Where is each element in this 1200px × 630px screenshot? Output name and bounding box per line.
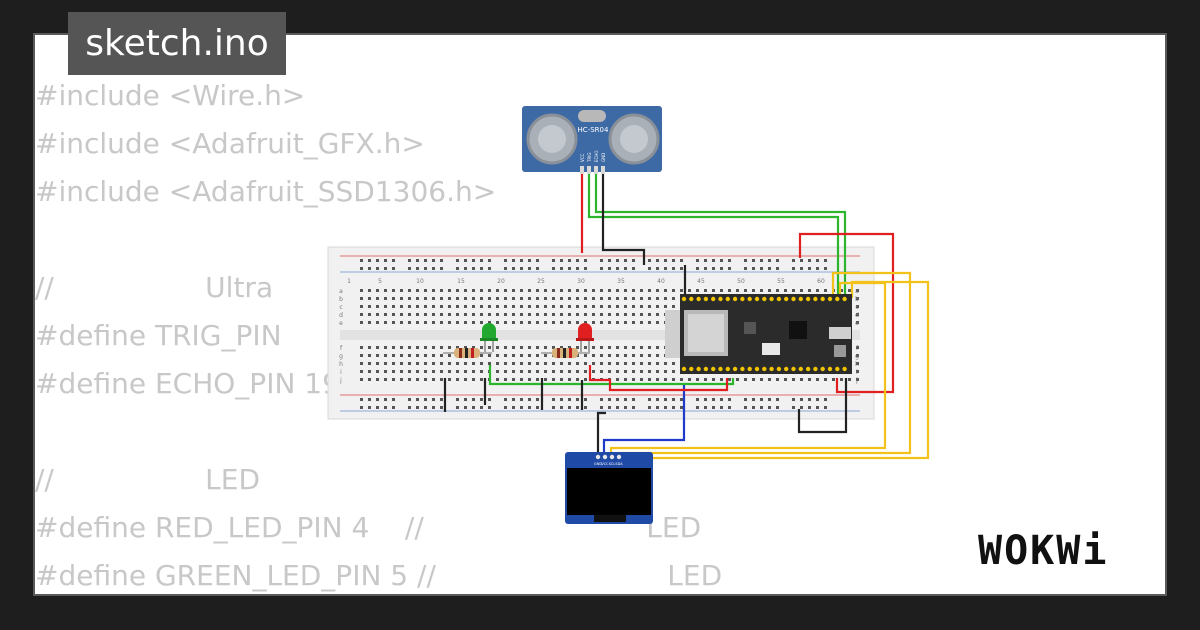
sensor-pin[interactable] <box>587 166 591 174</box>
oled-pin[interactable] <box>595 454 601 460</box>
red-led[interactable] <box>576 323 594 352</box>
code-listing: #include <Wire.h> #include <Adafruit_GFX.… <box>35 72 722 600</box>
breadboard-col-label: 20 <box>497 278 505 285</box>
breadboard-row-label: h <box>339 361 343 368</box>
code-line: #include <Adafruit_SSD1306.h> <box>35 175 497 208</box>
breadboard-row-label: a <box>855 288 859 295</box>
resistor-2[interactable] <box>541 348 590 358</box>
wire-oled-gnd <box>596 411 606 455</box>
green-led[interactable] <box>480 323 498 352</box>
code-line: #define ECHO_PIN 19 // <box>35 367 368 400</box>
oled-pin[interactable] <box>602 454 608 460</box>
code-line: // Ultra <box>35 271 274 304</box>
file-name-tab[interactable]: sketch.ino <box>68 12 286 75</box>
oled-pin[interactable] <box>616 454 622 460</box>
oled-pin-label: VCC <box>601 462 609 466</box>
breadboard-col-label: 5 <box>378 278 382 285</box>
breadboard-row-label: d <box>339 312 343 319</box>
breadboard-row-label: b <box>339 296 343 303</box>
wire-oled-vcc <box>602 384 686 455</box>
breadboard-col-label: 55 <box>777 278 785 285</box>
breadboard-col-label: 45 <box>697 278 705 285</box>
wires <box>443 172 930 460</box>
sensor-pin[interactable] <box>601 166 605 174</box>
breadboard-row-label: f <box>340 345 343 352</box>
oled-pin-label: SCL <box>609 462 616 466</box>
esp32-board[interactable] <box>665 294 852 374</box>
oled-pin-label: GND <box>594 462 602 466</box>
breadboard-row-label: f <box>856 345 859 352</box>
code-line: #define GREEN_LED_PIN 5 // LED <box>35 559 723 592</box>
breadboard-col-label: 35 <box>617 278 625 285</box>
code-line: #include <Wire.h> <box>35 79 306 112</box>
sensor-pin[interactable] <box>594 166 598 174</box>
wire-esp-3v3 <box>798 232 895 394</box>
breadboard-row-label: b <box>855 296 859 303</box>
breadboard-row-label: h <box>855 361 859 368</box>
wire-green-led <box>488 365 735 386</box>
code-line: #define RED_LED_PIN 4 // LED <box>35 511 702 544</box>
breadboard-col-label: 60 <box>817 278 825 285</box>
breadboard-row-label: i <box>856 369 858 376</box>
breadboard-row-label: g <box>855 353 859 360</box>
resistor-1[interactable] <box>443 348 492 358</box>
breadboard-col-label: 15 <box>457 278 465 285</box>
breadboard-row-label: g <box>339 353 343 360</box>
breadboard-col-label: 1 <box>347 278 351 285</box>
breadboard-col-label: 40 <box>657 278 665 285</box>
wire-esp-gnd-bottom <box>797 378 848 434</box>
breadboard-row-label: i <box>340 369 342 376</box>
sensor-pin-label: VCC <box>580 153 585 162</box>
breadboard-row-label: c <box>339 304 342 311</box>
breadboard-col-label: 25 <box>537 278 545 285</box>
wokwi-logo: WOKWi <box>978 528 1109 574</box>
breadboard-row-label: j <box>855 377 858 384</box>
code-line: #include <Adafruit_GFX.h> <box>35 127 425 160</box>
wire-red-led <box>588 365 729 392</box>
sensor-label: HC-SR04 <box>578 126 609 134</box>
breadboard-row-label: a <box>339 288 343 295</box>
wire-oled-sda2 <box>625 280 930 460</box>
breadboard-row-label: j <box>339 377 342 384</box>
oled-pin[interactable] <box>609 454 615 460</box>
breadboard-row-label: c <box>855 304 858 311</box>
wire-sensor-echo <box>594 172 847 298</box>
breadboard-row-label: e <box>855 320 859 327</box>
breadboard-col-label: 30 <box>577 278 585 285</box>
breadboard-col-label: 10 <box>416 278 424 285</box>
oled-pin-label: SDA <box>615 462 623 466</box>
code-line: // LED <box>35 463 261 496</box>
sensor-pin-label: ECHO <box>594 151 599 162</box>
sensor-pin[interactable] <box>580 166 584 174</box>
wire-sensor-trig <box>587 172 840 298</box>
breadboard-col-label: 50 <box>737 278 745 285</box>
sensor-pin-label: GND <box>601 153 606 162</box>
wire-sensor-gnd <box>601 172 646 265</box>
breadboard-row-label: d <box>855 312 859 319</box>
breadboard-row-label: e <box>339 320 343 327</box>
sensor-pin-label: TRIG <box>587 152 592 163</box>
code-line: #define TRIG_PIN <box>35 319 282 352</box>
wire-oled-scl <box>609 281 887 455</box>
